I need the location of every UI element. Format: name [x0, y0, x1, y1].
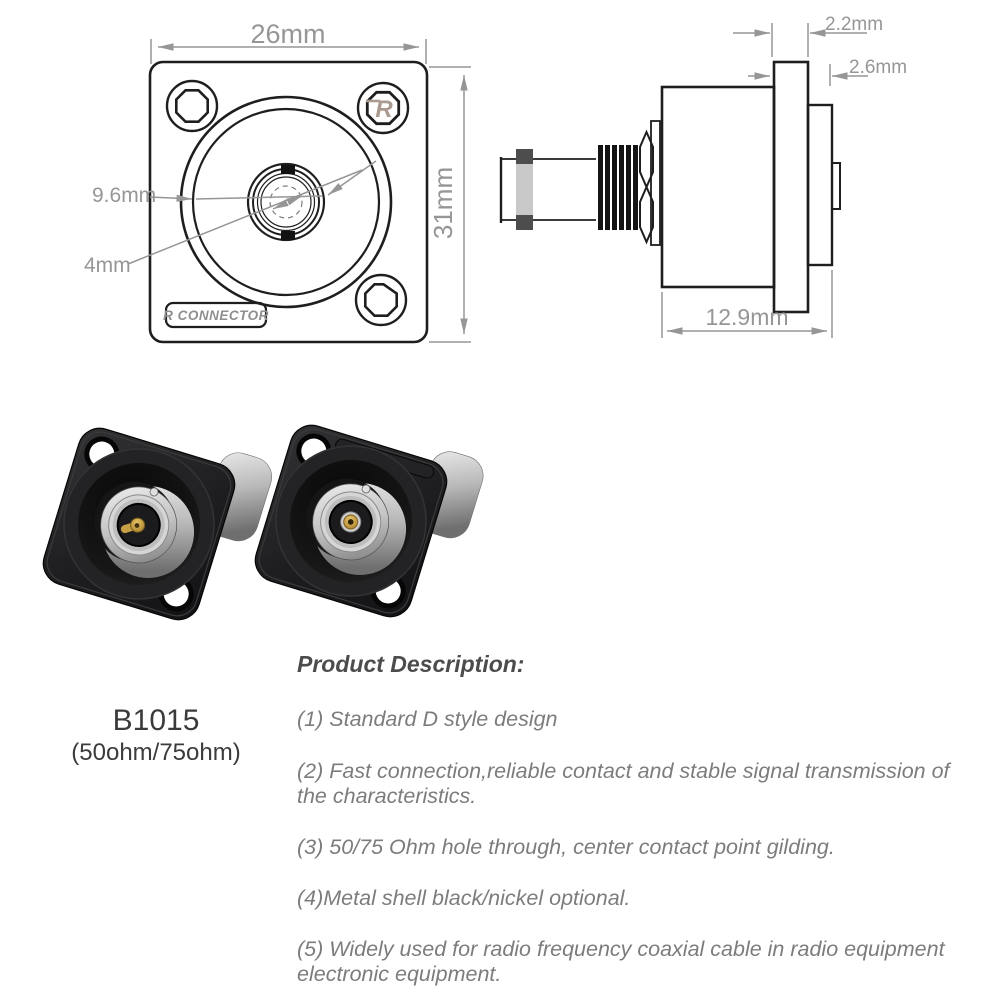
- side-view-dimensions: 2.2mm 2.6mm 12.9mm: [661, 14, 907, 338]
- description-item-1: (1) Standard D style design: [297, 707, 558, 732]
- dim-height-label: 31mm: [428, 167, 458, 239]
- description-item-2: (2) Fast connection,reliable contact and…: [297, 758, 950, 808]
- r-logo-letter: R: [375, 96, 393, 123]
- bnc-jack: [312, 483, 390, 561]
- connector-photo-right: [254, 424, 484, 618]
- pin-section: [499, 149, 596, 230]
- dim-flange-label: 2.2mm: [825, 14, 883, 35]
- pin-washer-cap-bottom: [516, 215, 533, 230]
- bayonet-mark-bottom: [281, 231, 295, 240]
- brand-plate-label: R CONNECTOR: [163, 308, 269, 323]
- pin-washer-cap-top: [516, 149, 533, 164]
- dim-outer-label: 9.6mm: [92, 184, 156, 207]
- technical-drawings: R R CONNECTOR: [84, 14, 907, 344]
- dim-center-4mm: 4mm: [84, 169, 363, 277]
- dim-center-label: 4mm: [84, 254, 131, 277]
- dim-width-label: 26mm: [250, 19, 325, 49]
- r-logo: R: [366, 96, 393, 123]
- flange-bevel: [46, 431, 232, 617]
- bayonet-stud: [149, 487, 159, 497]
- connector-photo-left: [42, 427, 272, 621]
- front-view-drawing: R R CONNECTOR: [148, 60, 429, 344]
- pin-washer-band: [516, 164, 533, 215]
- description-item-4: (4)Metal shell black/nickel optional.: [297, 886, 631, 910]
- side-view-drawing: [499, 60, 841, 314]
- dim-rear-label: 2.6mm: [849, 57, 907, 78]
- body-inner-circle: [191, 107, 381, 297]
- body-outer-circle: [179, 95, 393, 309]
- model-block: B1015 (50ohm/75ohm): [38, 704, 274, 766]
- bayonet-stud: [361, 484, 371, 494]
- rear-nub: [831, 162, 841, 210]
- body-section: [660, 85, 776, 289]
- flange-outline: [148, 60, 429, 344]
- mount-hole-bottom-right: [354, 273, 408, 327]
- front-view-dimensions: 26mm 31mm 9.6mm 4mm: [84, 19, 471, 343]
- impedance-label: (50ohm/75ohm): [71, 738, 241, 766]
- description-item-5: (5) Widely used for radio frequency coax…: [297, 937, 945, 987]
- product-photos: [42, 424, 484, 621]
- jack-rings: [246, 162, 326, 242]
- rear-section: [806, 103, 834, 267]
- hex-nut-section: [639, 120, 661, 246]
- dim-body-label: 12.9mm: [705, 304, 788, 330]
- dim-outer-9-6mm: 9.6mm: [92, 160, 377, 207]
- dim-flange-2-2mm: 2.2mm: [733, 14, 883, 57]
- dim-rear-2-6mm: 2.6mm: [748, 57, 907, 86]
- dim-body-12-9mm: 12.9mm: [661, 270, 833, 338]
- description-item-3: (3) 50/75 Ohm hole through, center conta…: [297, 834, 835, 859]
- contact-bore: [347, 519, 354, 525]
- dim-height-31mm: 31mm: [428, 66, 471, 343]
- brand-plate: R CONNECTOR: [163, 301, 269, 329]
- flange-section: [772, 60, 810, 314]
- description-heading: Product Description:: [297, 651, 525, 677]
- bayonet-mark-top: [281, 165, 295, 174]
- thread-section: [598, 145, 638, 230]
- dim-width-26mm: 26mm: [150, 19, 427, 64]
- bnc-jack: [100, 486, 178, 564]
- model-label: B1015: [112, 704, 200, 737]
- mount-hole-top-left: [165, 79, 219, 133]
- contact-bore: [134, 523, 140, 528]
- product-description: Product Description: (1) Standard D styl…: [297, 651, 957, 987]
- flange-bevel: [258, 428, 444, 614]
